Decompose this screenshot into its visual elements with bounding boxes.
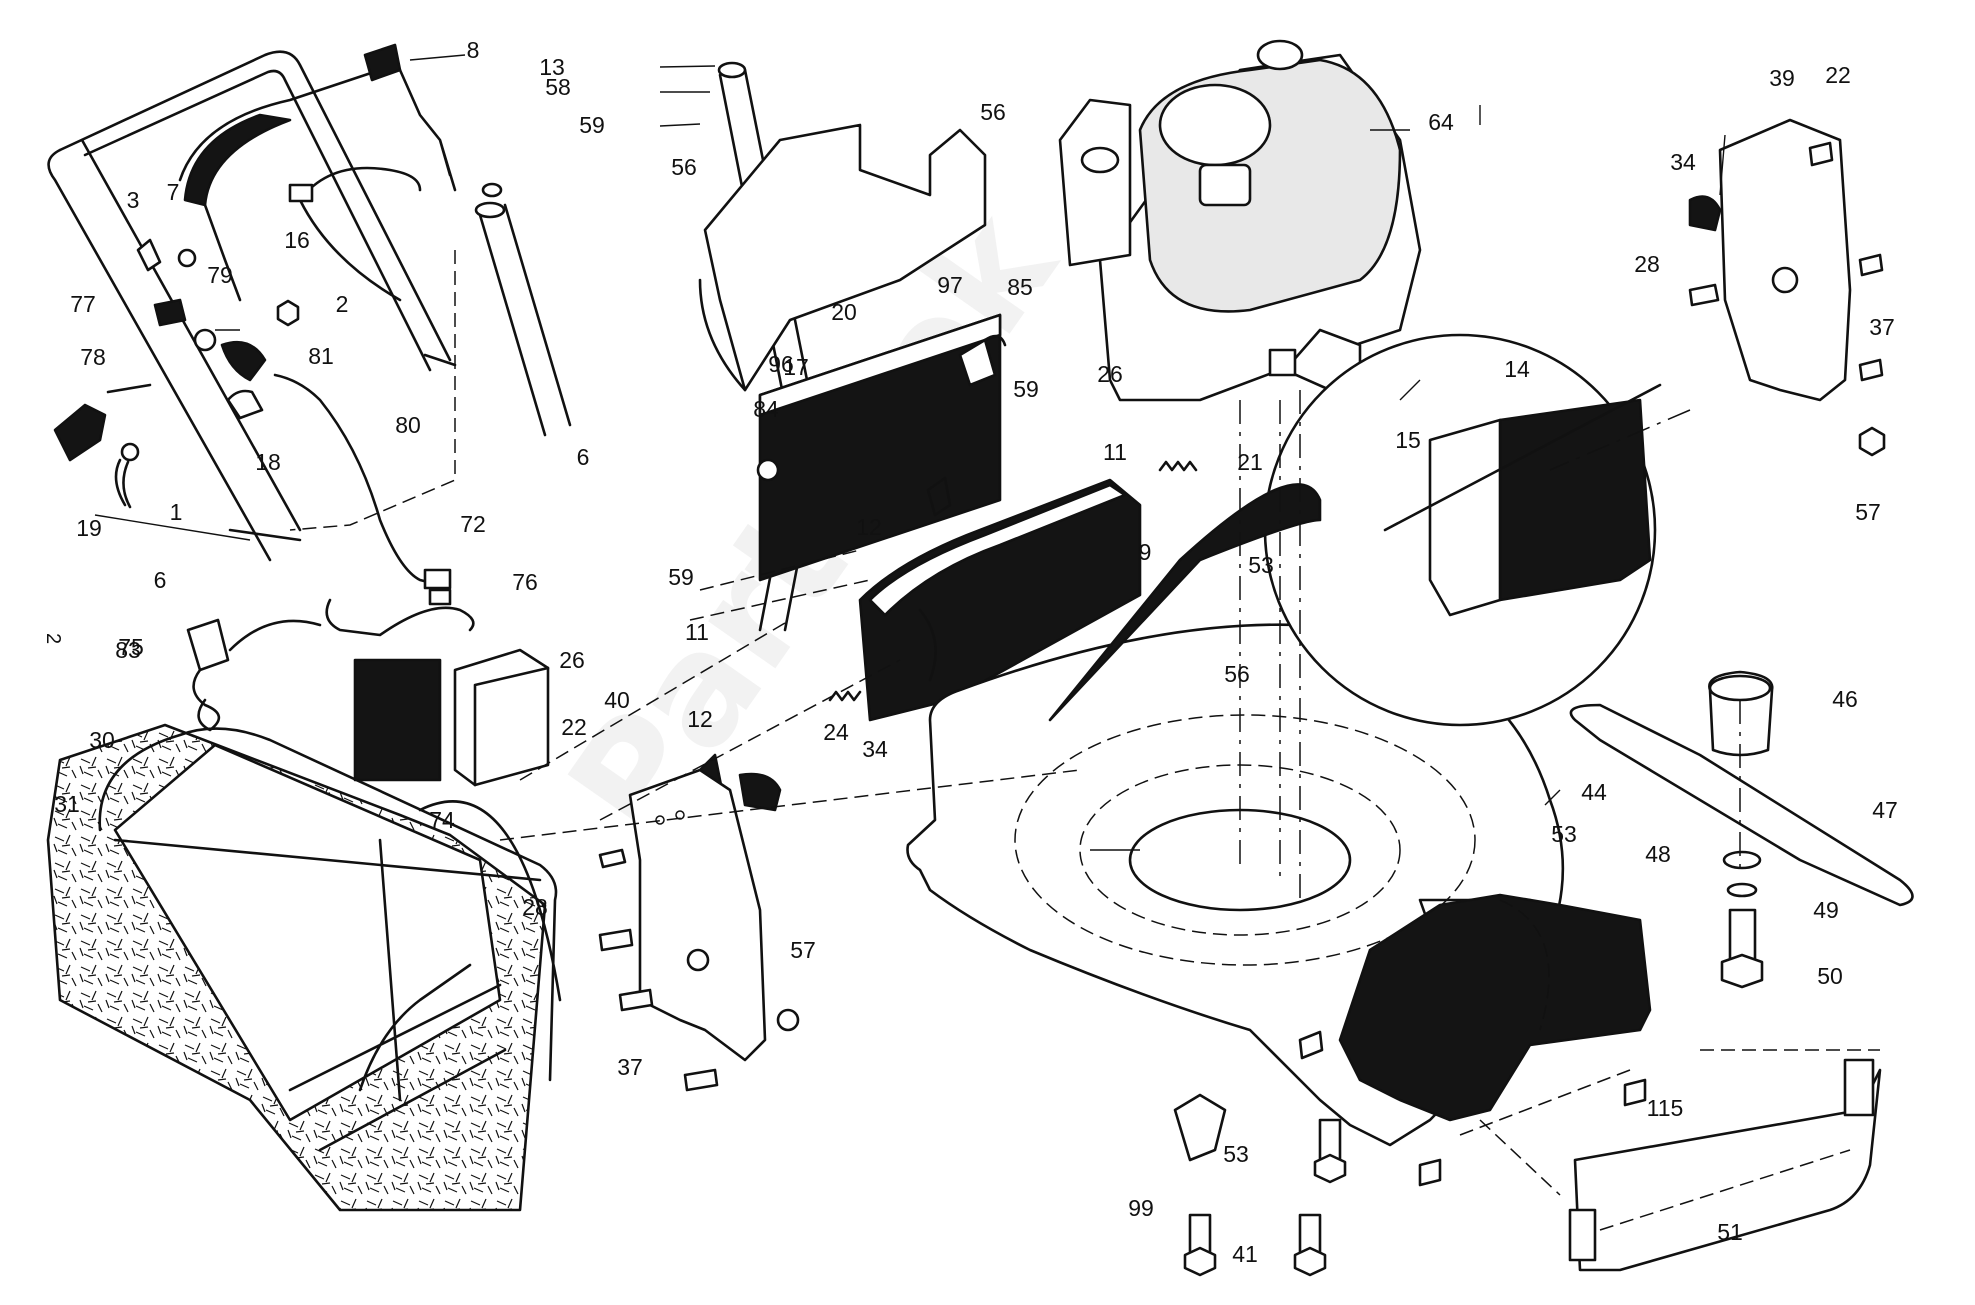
callout-19: 19: [76, 515, 102, 541]
callout-40: 40: [604, 687, 630, 713]
callout-50: 50: [1817, 963, 1843, 989]
rear-baffle: [698, 123, 987, 392]
callout-39: 39: [1769, 65, 1795, 91]
callout-11: 11: [1103, 439, 1127, 465]
callout-34: 34: [862, 736, 888, 762]
callout-37: 37: [617, 1054, 643, 1080]
callout-74: 74: [429, 807, 455, 833]
control-cable: [288, 166, 422, 302]
callout-37: 37: [1869, 314, 1895, 340]
callout-96: 96: [768, 351, 794, 377]
callout-14: 14: [1504, 356, 1530, 382]
callout-51: 51: [1717, 1219, 1743, 1245]
callout-17: 17: [783, 354, 809, 380]
callout-57: 57: [1855, 499, 1881, 525]
callout-26: 26: [559, 647, 585, 673]
rear-wheel-bracket-left: [598, 768, 800, 1092]
callout-56: 56: [671, 154, 697, 180]
callout-53: 53: [1223, 1141, 1249, 1167]
mulch-plug-and-bolts: [1173, 1030, 1647, 1277]
callout-26: 26: [1097, 361, 1123, 387]
callout-59: 59: [1013, 376, 1039, 402]
callout-22: 22: [561, 714, 587, 740]
bail-control-bar: [178, 43, 457, 302]
callout-79: 79: [207, 262, 233, 288]
callout-8: 8: [467, 37, 480, 63]
callout-7: 7: [167, 179, 180, 205]
callout-13: 13: [539, 54, 565, 80]
callout-59: 59: [579, 112, 605, 138]
callout-28: 28: [522, 894, 548, 920]
charger-and-battery: [186, 588, 550, 787]
callout-18: 18: [255, 449, 281, 475]
lower-handle-left: [474, 182, 572, 437]
page-marker: 2: [42, 633, 64, 644]
callout-77: 77: [70, 291, 96, 317]
callout-48: 48: [1645, 841, 1671, 867]
callout-83: 83: [115, 637, 141, 663]
callout-11: 11: [685, 619, 709, 645]
callout-6: 6: [154, 567, 167, 593]
callout-53: 53: [1248, 552, 1274, 578]
callout-34: 34: [1670, 149, 1696, 175]
callout-99: 99: [1128, 1195, 1154, 1221]
callout-12: 12: [856, 514, 882, 540]
callout-44: 44: [1581, 779, 1607, 805]
callout-97: 97: [937, 272, 963, 298]
callout-1: 1: [170, 499, 183, 525]
engine: [1058, 39, 1422, 402]
callout-72: 72: [460, 511, 486, 537]
callout-80: 80: [395, 412, 421, 438]
callout-6: 6: [577, 444, 590, 470]
callout-84: 84: [753, 396, 779, 422]
callout-22: 22: [1825, 62, 1851, 88]
callout-31: 31: [54, 791, 80, 817]
callout-78: 78: [80, 344, 106, 370]
latch-cover: [958, 334, 1007, 387]
callout-41: 41: [1232, 1241, 1258, 1267]
callout-49: 49: [1813, 897, 1839, 923]
callout-leaders: [94, 54, 1726, 851]
cutting-blade: [1569, 703, 1914, 907]
front-bumper: [1568, 1058, 1882, 1272]
callout-115: 115: [1647, 1095, 1684, 1121]
rear-skirt: [1338, 893, 1652, 1122]
callout-64: 64: [1428, 109, 1454, 135]
callout-12: 12: [687, 706, 713, 732]
callout-3: 3: [127, 187, 140, 213]
callout-75: 75: [118, 634, 144, 660]
callout-20: 20: [831, 299, 857, 325]
grass-catcher-bag: [46, 723, 562, 1212]
callout-9: 9: [1139, 539, 1152, 565]
detail-inset-hinge-rod: [1048, 333, 1662, 727]
callout-56: 56: [980, 99, 1006, 125]
callout-58: 58: [545, 74, 571, 100]
upper-handle: [47, 50, 457, 562]
callout-53: 53: [1551, 821, 1577, 847]
rear-wheel-bracket-right: [1688, 118, 1886, 457]
callout-85: 85: [1007, 274, 1033, 300]
callout-57: 57: [790, 937, 816, 963]
callout-47: 47: [1872, 797, 1898, 823]
callout-24: 24: [823, 719, 849, 745]
callout-2: 2: [336, 291, 349, 317]
callout-46: 46: [1832, 686, 1858, 712]
rear-flap: [756, 313, 1002, 582]
callout-59: 59: [668, 564, 694, 590]
callout-81: 81: [308, 343, 334, 369]
blade-adapter: [1708, 670, 1774, 989]
callout-16: 16: [284, 227, 310, 253]
starter-switch-parts: [53, 238, 300, 509]
callout-76: 76: [512, 569, 538, 595]
wire-harness: [273, 373, 475, 637]
callout-28: 28: [1634, 251, 1660, 277]
callout-30: 30: [89, 727, 115, 753]
callout-56: 56: [1224, 661, 1250, 687]
callout-21: 21: [1237, 449, 1263, 475]
alignment-lines: [289, 250, 1880, 1196]
callout-15: 15: [1395, 427, 1421, 453]
discharge-door: [858, 478, 1142, 722]
